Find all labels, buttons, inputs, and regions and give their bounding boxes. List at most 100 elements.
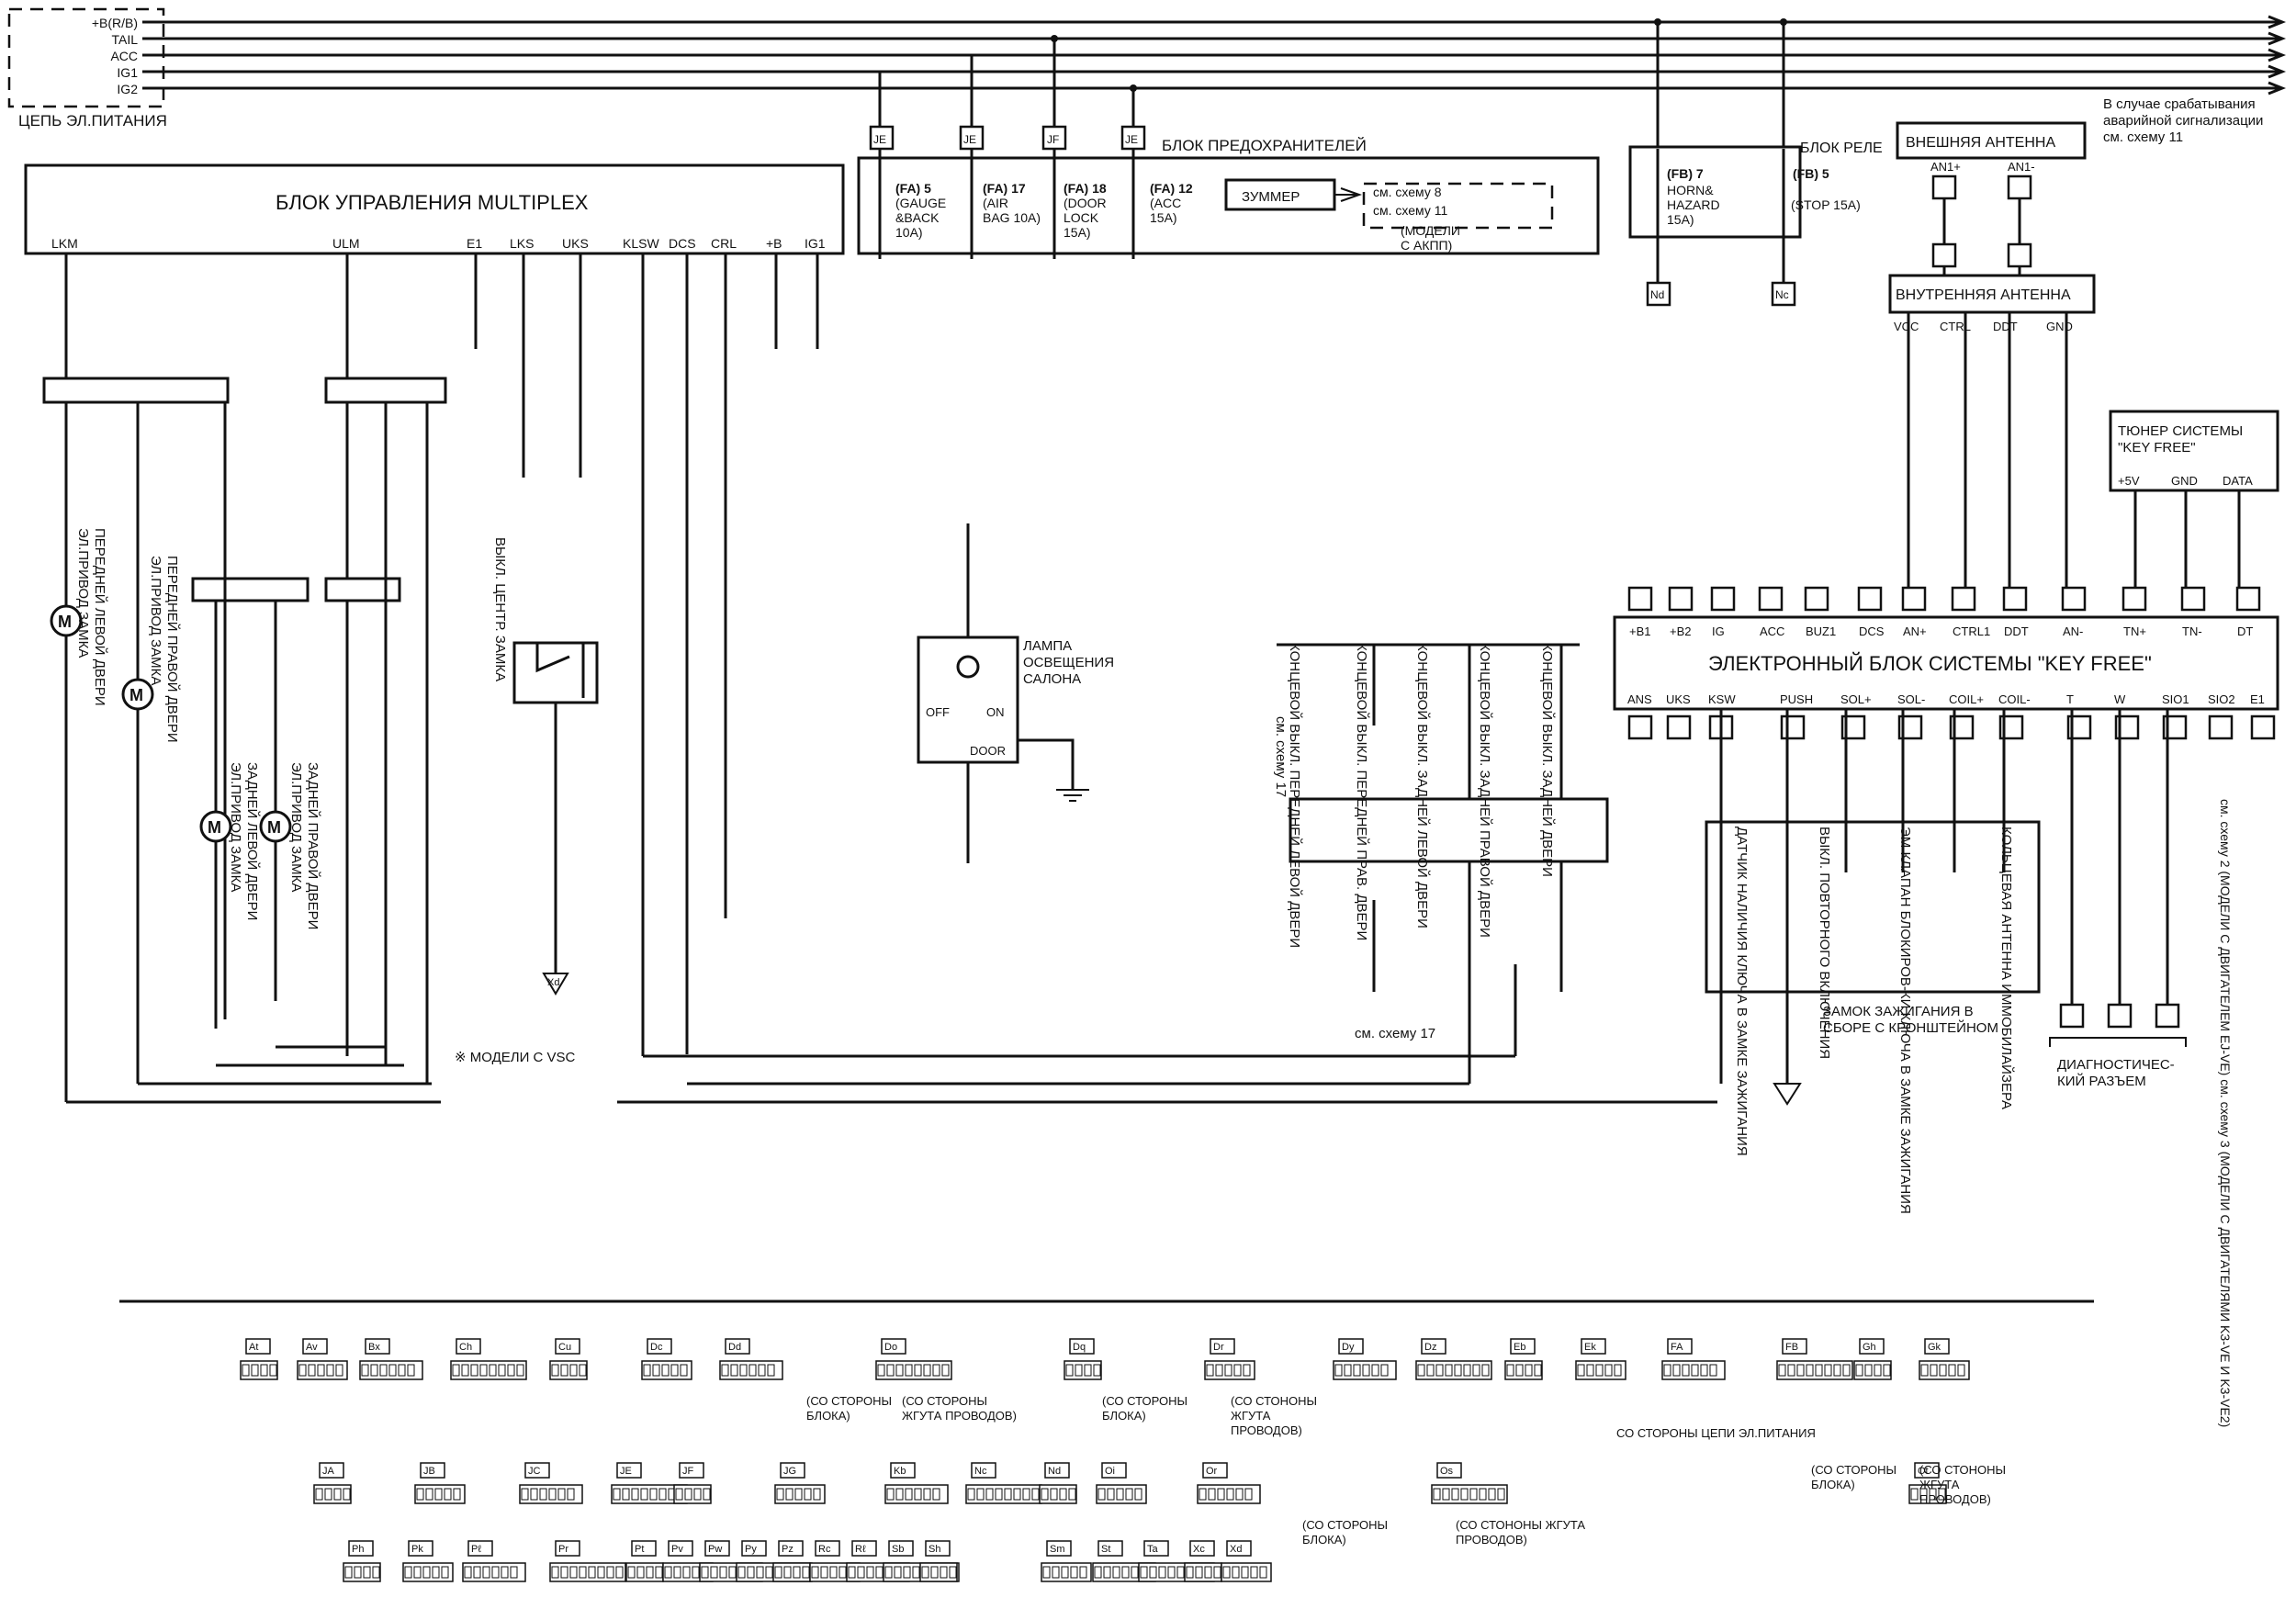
ext-antenna-title: ВНЕШНЯЯ АНТЕННА [1906, 135, 2055, 151]
ref-11: см. схему 11 [1373, 203, 1447, 218]
pin-label: DCS [1859, 624, 1885, 638]
pin-label: ANS [1627, 692, 1652, 706]
legend-note: ЖГУТА ПРОВОДОВ) [902, 1409, 1017, 1423]
connector-shape [884, 1484, 949, 1504]
legend-tag [1189, 1540, 1215, 1557]
scheme-ref: см. схему 17 [1273, 716, 1289, 797]
legend-tag [245, 1338, 271, 1355]
scheme-ref: см. схему 17 [1355, 1026, 1435, 1041]
ignition-title: ЗАМОК ЗАЖИГАНИЯ В [1823, 1004, 1974, 1019]
legend-tag [631, 1540, 657, 1557]
legend-tag-label: Pℓ [471, 1544, 481, 1555]
multiplex-unit: БЛОК УПРАВЛЕНИЯ MULTIPLEX LKM ULM E1 LKS… [24, 163, 845, 255]
legend-tag-label: Eb [1514, 1342, 1525, 1353]
connector [2180, 586, 2206, 612]
fuse-text: LOCK [1064, 210, 1099, 225]
fuse-fa12: (FA) 12 (ACC 15A) [1150, 181, 1193, 225]
legend-note: ЖГУТА [1231, 1409, 1271, 1423]
diag-title: ДИАГНОСТИЧЕС- [2057, 1057, 2175, 1073]
legend-note: (СО СТОРОНЫ [806, 1394, 892, 1408]
ref-8: см. схему 8 [1373, 185, 1442, 199]
legend-note: БЛОКА) [1102, 1409, 1146, 1423]
legend-tag [555, 1540, 580, 1557]
pin-label: COIL- [1998, 692, 2031, 706]
legend-tag-label: Dz [1424, 1342, 1436, 1353]
connector-shape [1661, 1360, 1726, 1380]
svg-text:Nd: Nd [1650, 288, 1664, 301]
diag-title: КИЙ РАЗЪЕМ [2057, 1073, 2146, 1089]
note-line: В случае срабатывания [2103, 96, 2256, 112]
pin-label: CRL [711, 236, 737, 251]
alarm-note: В случае срабатывания аварийной сигнализ… [2103, 96, 2263, 145]
tuner-title: ТЮНЕР СИСТЕМЫ [2118, 423, 2243, 439]
lamp-title: САЛОНА [1023, 671, 1081, 687]
legend-tag-label: Dy [1342, 1342, 1355, 1353]
connector-shape [625, 1562, 664, 1582]
pin-label: ACC [1760, 624, 1784, 638]
line-label: ACC [110, 49, 138, 63]
legend-note: (СО СТОРОНЫ [1302, 1518, 1388, 1532]
connector [1666, 714, 1692, 740]
internal-antenna: ВНУТРЕННЯЯ АНТЕННА VCC CTRL DDT GND [1888, 274, 2096, 597]
door-lock-label: ЭЛ.ПРИВОД ЗАМКА [288, 762, 304, 892]
connector-shape [774, 1484, 826, 1504]
legend-tag-label: At [249, 1342, 258, 1353]
fuse-text: 10A) [895, 225, 923, 240]
note-line: аварийной сигнализации [2103, 113, 2263, 129]
models-text: (МОДЕЛИ [1401, 223, 1460, 238]
pin-label: TN- [2182, 624, 2202, 638]
pin-label: CTRL [1940, 320, 1971, 333]
legend-tag [616, 1462, 642, 1479]
connector-shape [772, 1562, 811, 1582]
connector-shape [1853, 1360, 1892, 1380]
legend-tag-label: St [1101, 1544, 1110, 1555]
svg-text:(FB) 5: (FB) 5 [1793, 166, 1829, 181]
legend-tag-label: Ek [1584, 1342, 1596, 1353]
ignition-title: СБОРЕ С КРОНШТЕЙНОМ [1823, 1019, 1998, 1036]
connector-shape [1096, 1484, 1147, 1504]
connector [1758, 586, 1784, 612]
door-lock-label: ЗАДНЕЙ ПРАВОЙ ДВЕРИ [305, 762, 321, 929]
power-label: ЦЕПЬ ЭЛ.ПИТАНИЯ [18, 112, 167, 129]
legend-tag-label: Ta [1147, 1544, 1159, 1555]
lamp-pos: OFF [926, 705, 950, 719]
connector-shape [919, 1562, 958, 1582]
legend-tag [1101, 1462, 1127, 1479]
multiplex-title: БЛОК УПРАВЛЕНИЯ MULTIPLEX [276, 191, 589, 214]
pin-label: +B2 [1670, 624, 1692, 638]
tuner-title: "KEY FREE" [2118, 440, 2196, 456]
tuner: ТЮНЕР СИСТЕМЫ "KEY FREE" +5V GND DATA [2109, 410, 2279, 597]
legend-note: (СО СТОНОНЫ ЖГУТА [1456, 1518, 1585, 1532]
fuse-text: 15A) [1150, 210, 1177, 225]
fuse-text: BAG 10A) [983, 210, 1041, 225]
legend-note: БЛОКА) [1811, 1478, 1855, 1491]
fuse-text: (DOOR [1064, 196, 1107, 210]
courtesy-label: КОНЦЕВОЙ ВЫКЛ. ПЕРЕДНЕЙ ЛЕВОЙ ДВЕРИ [1287, 643, 1303, 948]
legend-tag-label: JA [322, 1466, 335, 1477]
courtesy-switches: КОНЦЕВОЙ ВЫКЛ. ПЕРЕДНЕЙ ЛЕВОЙ ДВЕРИ КОНЦ… [1273, 643, 1609, 1041]
pin-label: SIO2 [2208, 692, 2235, 706]
ignition-label: КОЛЬЦЕВАЯ АНТЕННА ИММОБИЛАЙЗЕРА [1998, 827, 2015, 1109]
legend-tag [555, 1338, 580, 1355]
legend-tag-label: JF [682, 1466, 694, 1477]
legend-tag-label: Rℓ [855, 1544, 866, 1555]
legend-tag-label: JG [783, 1466, 796, 1477]
fuse-text: (STOP 15A) [1791, 197, 1861, 212]
door-lock-label: ЭЛ.ПРИВОД ЗАМКА [228, 762, 243, 892]
legend-tag-label: Do [884, 1342, 897, 1353]
legend-note: БЛОКА) [806, 1409, 850, 1423]
legend-tag-label: Rc [818, 1544, 831, 1555]
legend-tag [1924, 1338, 1950, 1355]
connector [2122, 586, 2147, 612]
legend-tag [302, 1338, 328, 1355]
legend-tag [348, 1540, 374, 1557]
legend-tag [679, 1462, 704, 1479]
connector-shape [313, 1484, 352, 1504]
ignition-label: ЭМ КЛАПАН БЛОКИРОВ-КИ КЛЮЧА В ЗАМКЕ ЗАЖИ… [1897, 827, 1913, 1214]
legend-tag-label: Gk [1928, 1342, 1941, 1353]
connector-shape [414, 1484, 466, 1504]
legend-tag [647, 1338, 672, 1355]
legend-tag [881, 1338, 906, 1355]
central-lock-switch: ВЫКЛ. ЦЕНТР. ЗАМКА Xd [492, 537, 599, 996]
pin-label: LKM [51, 236, 78, 251]
